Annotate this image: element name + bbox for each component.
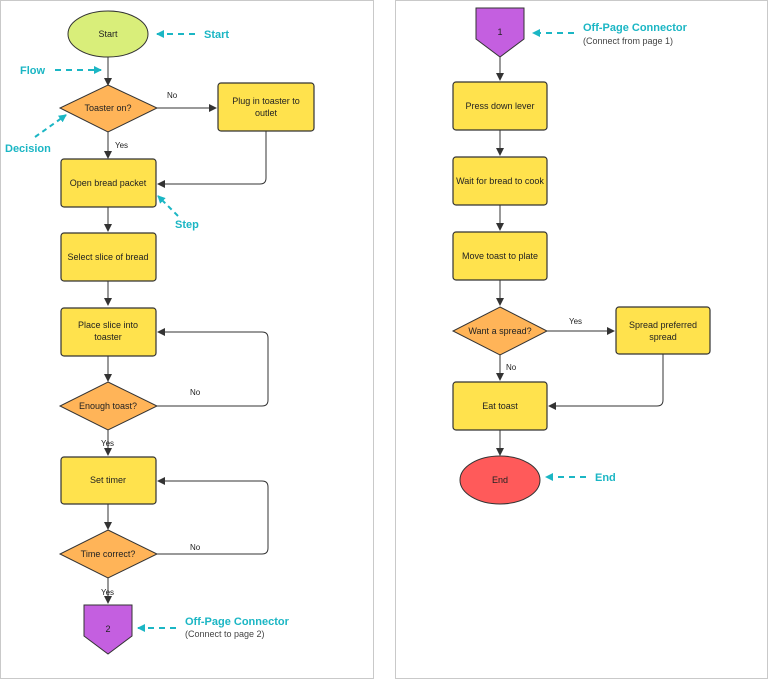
decision-want-spread-label: Want a spread?	[468, 326, 531, 336]
step-plug-in-label-1: Plug in toaster to	[232, 96, 300, 106]
step-eat-toast	[452, 381, 548, 431]
step-plug-in	[217, 82, 315, 132]
edge-label-no-toaster: No	[167, 91, 178, 100]
step-spread-label-1: Spread preferred	[629, 320, 697, 330]
callout-end-label: End	[595, 472, 616, 484]
decision-toaster-on-label: Toaster on?	[84, 103, 131, 113]
callout-offpage-left-sub: (Connect to page 2)	[185, 629, 265, 639]
callout-step-arrow	[157, 195, 179, 217]
step-move-toast-label: Move toast to plate	[462, 251, 538, 261]
decision-want-spread	[451, 306, 549, 356]
start-label: Start	[98, 29, 118, 39]
step-eat-toast-label: Eat toast	[482, 401, 518, 411]
edge-label-no-spread: No	[506, 363, 517, 372]
callout-decision-label: Decision	[5, 143, 51, 155]
offpage-connector-1	[475, 7, 525, 58]
edge-label-yes-spread: Yes	[569, 317, 582, 326]
decision-time-correct	[58, 529, 159, 579]
end-label: End	[492, 475, 508, 485]
callout-offpage-right: Off-Page Connector (Connect from page 1)	[532, 22, 688, 46]
step-spread-label-2: spread	[649, 332, 677, 342]
callout-end: End	[545, 472, 616, 484]
step-place-slice-label-1: Place slice into	[78, 320, 138, 330]
edge-label-yes-enough: Yes	[101, 439, 114, 448]
decision-enough-toast-label: Enough toast?	[79, 401, 137, 411]
callout-step: Step	[157, 195, 199, 231]
edge-label-yes-toaster: Yes	[115, 141, 128, 150]
callout-flow-label: Flow	[20, 65, 45, 77]
step-select-slice-label: Select slice of bread	[67, 252, 148, 262]
callout-decision: Decision	[5, 114, 67, 155]
step-move-toast	[452, 231, 548, 281]
step-set-timer-label: Set timer	[90, 475, 126, 485]
step-wait-cook	[452, 156, 548, 206]
offpage-connector-2-label: 2	[105, 624, 110, 634]
decision-time-correct-label: Time correct?	[81, 549, 136, 559]
callout-offpage-right-title: Off-Page Connector	[583, 22, 688, 34]
step-place-slice	[60, 307, 157, 357]
offpage-connector-2	[83, 604, 133, 655]
callout-flow: Flow	[20, 65, 102, 77]
step-spread	[615, 306, 711, 355]
callout-start-label: Start	[204, 29, 229, 41]
callout-step-label: Step	[175, 219, 199, 231]
callout-start: Start	[156, 29, 229, 41]
start-node	[67, 10, 149, 58]
edge-label-no-enough: No	[190, 388, 201, 397]
edge-time-no-loop	[157, 477, 269, 555]
step-open-bread-packet-label: Open bread packet	[70, 178, 147, 188]
edge-plug-to-open	[157, 131, 267, 188]
decision-toaster-on	[58, 84, 159, 133]
edge-spread-to-eat	[548, 354, 664, 410]
step-wait-cook-label: Wait for bread to cook	[456, 176, 544, 186]
step-plug-in-label-2: outlet	[255, 108, 278, 118]
step-press-lever-label: Press down lever	[465, 101, 534, 111]
step-set-timer	[60, 456, 157, 505]
callout-offpage-right-sub: (Connect from page 1)	[583, 36, 673, 46]
step-press-lever	[452, 81, 548, 131]
callout-decision-arrow	[34, 114, 67, 138]
left-edges	[104, 57, 269, 604]
callout-offpage-left: Off-Page Connector (Connect to page 2)	[137, 616, 290, 639]
end-node	[459, 455, 541, 505]
step-open-bread-packet	[60, 158, 157, 208]
offpage-connector-1-label: 1	[497, 27, 502, 37]
right-edges	[496, 55, 664, 456]
edge-label-yes-time: Yes	[101, 588, 114, 597]
step-select-slice	[60, 232, 157, 282]
callout-offpage-left-title: Off-Page Connector	[185, 616, 290, 628]
edge-enough-no-loop	[157, 328, 269, 407]
step-place-slice-label-2: toaster	[94, 332, 122, 342]
edge-label-no-time: No	[190, 543, 201, 552]
decision-enough-toast	[58, 381, 159, 431]
